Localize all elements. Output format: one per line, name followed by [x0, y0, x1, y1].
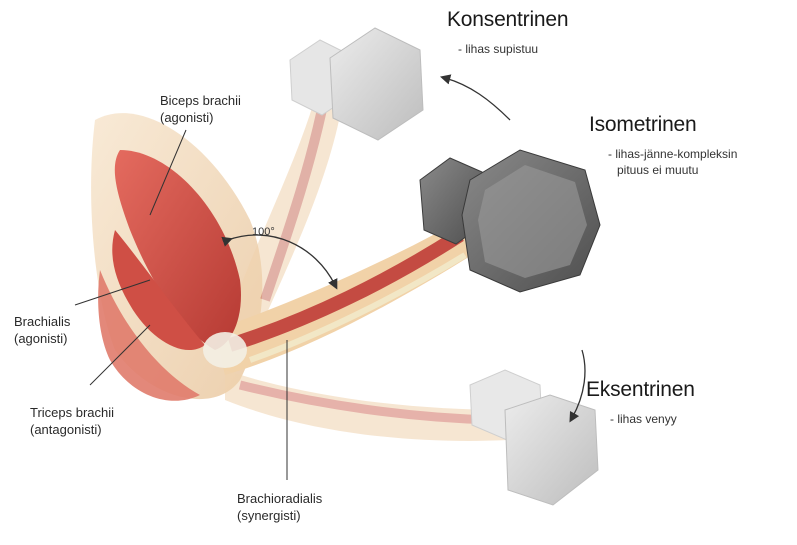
label-triceps-name: Triceps brachii	[30, 404, 114, 421]
eccentric-title: Eksentrinen	[586, 378, 695, 402]
label-triceps: Triceps brachii (antagonisti)	[30, 404, 114, 438]
isometric-title: Isometrinen	[589, 113, 697, 137]
isometric-desc-line2: pituus ei muutu	[617, 162, 698, 178]
concentric-arrow	[445, 78, 510, 120]
forearm-lowered	[225, 370, 510, 441]
concentric-desc: - lihas supistuu	[458, 41, 538, 57]
concentric-title: Konsentrinen	[447, 8, 568, 32]
isometric-desc-line1: - lihas-jänne-kompleksin	[608, 146, 737, 162]
label-biceps-name: Biceps brachii	[160, 92, 241, 109]
label-brachioradialis: Brachioradialis (synergisti)	[237, 490, 322, 524]
label-brachialis-name: Brachialis	[14, 313, 70, 330]
label-triceps-role: (antagonisti)	[30, 421, 114, 438]
label-brachialis: Brachialis (agonisti)	[14, 313, 70, 347]
label-biceps-role: (agonisti)	[160, 109, 241, 126]
label-brachialis-role: (agonisti)	[14, 330, 70, 347]
label-brachioradialis-role: (synergisti)	[237, 507, 322, 524]
elbow-joint	[203, 332, 247, 368]
angle-label: 100°	[252, 226, 275, 238]
eccentric-desc: - lihas venyy	[610, 411, 677, 427]
label-brachioradialis-name: Brachioradialis	[237, 490, 322, 507]
dumbbell-isometric	[420, 150, 600, 292]
label-biceps: Biceps brachii (agonisti)	[160, 92, 241, 126]
